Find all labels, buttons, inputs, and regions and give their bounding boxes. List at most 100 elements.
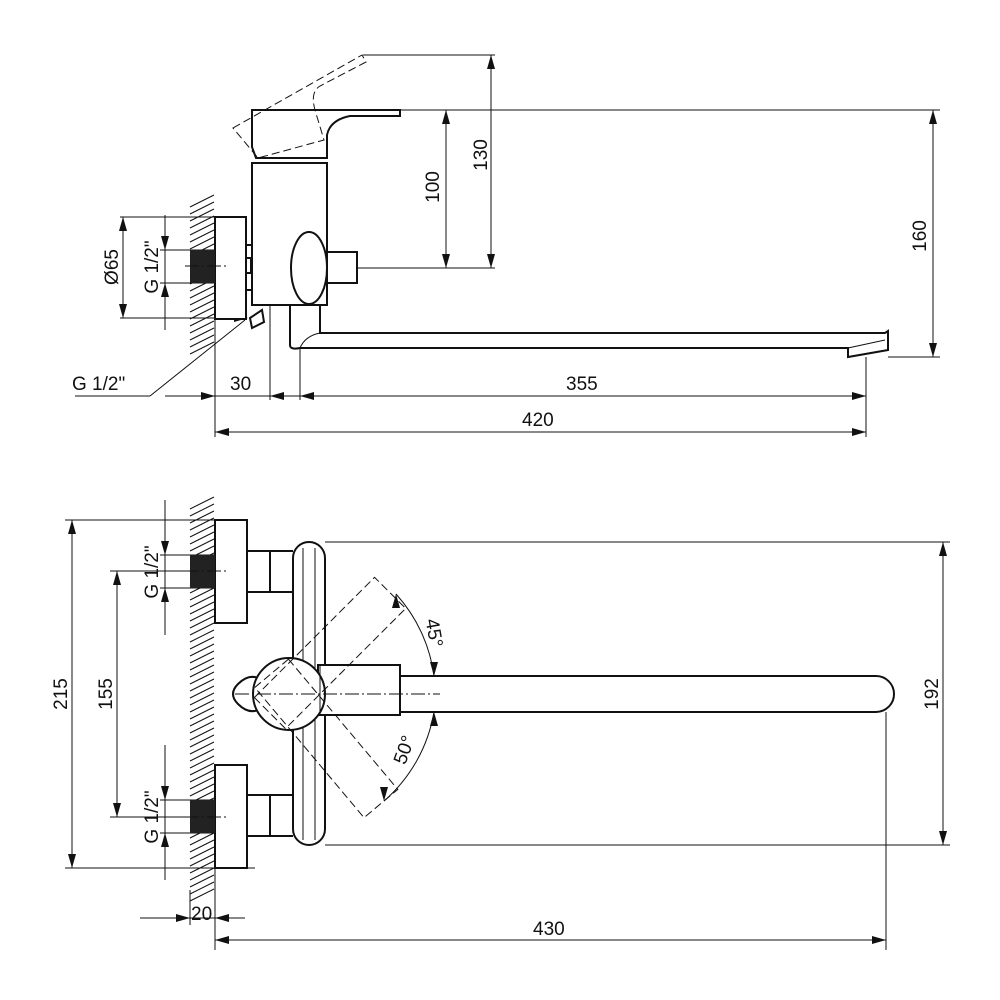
hatch-line [189, 727, 215, 741]
dimension-line [149, 319, 246, 397]
dim-diameter-label: Ø65 [102, 249, 123, 285]
hatch-line [189, 222, 215, 236]
hatch-line [189, 685, 215, 699]
arrowhead [161, 236, 169, 250]
knob-cap [326, 251, 358, 284]
hatch-line [189, 615, 215, 629]
arrowhead [487, 254, 495, 268]
angle-arc-up [395, 593, 435, 677]
hatch-line [189, 313, 215, 327]
arrowhead [119, 304, 127, 318]
arrowhead [161, 833, 169, 847]
hatch-line [189, 327, 215, 341]
dim-outlet-thread-label: G 1/2" [72, 374, 125, 395]
hatch-line [189, 636, 215, 650]
hatch-line [189, 664, 215, 678]
arrowhead [215, 428, 229, 436]
hatch-line [189, 867, 215, 881]
hatch-line [189, 860, 215, 874]
arrowhead [852, 392, 866, 400]
hatch-line [189, 783, 215, 797]
arrowhead [161, 541, 169, 555]
arrowhead [939, 542, 947, 556]
arrowhead [215, 936, 229, 944]
arrowhead [161, 786, 169, 800]
hatch-line [189, 657, 215, 671]
spout-top [399, 675, 895, 713]
hatch-line [189, 734, 215, 748]
dim-160-label: 160 [910, 220, 931, 252]
lower-connector [247, 794, 293, 837]
hatch-line [189, 215, 215, 229]
side-view [185, 54, 889, 359]
spout [289, 304, 889, 359]
hatch-line [189, 853, 215, 867]
hatch-line [189, 706, 215, 720]
dim-192-label: 192 [922, 678, 943, 710]
arrowhead [929, 343, 937, 357]
dim-420-label: 420 [522, 410, 554, 431]
hatch-line [189, 748, 215, 762]
hatch-line [189, 531, 215, 545]
arrowhead [442, 254, 450, 268]
arrowhead [929, 110, 937, 124]
hatch-line [189, 341, 215, 355]
hatch-line [189, 846, 215, 860]
arrowhead [161, 283, 169, 297]
hatch-line [189, 306, 215, 320]
hatch-line [189, 510, 215, 524]
hatch-line [189, 755, 215, 769]
arrowhead [300, 392, 314, 400]
hatch-line [189, 299, 215, 313]
hatch-line [189, 608, 215, 622]
hatch-line [189, 538, 215, 552]
hatch-line [189, 208, 215, 222]
hatch-line [189, 503, 215, 517]
top-view [185, 519, 895, 869]
arrowhead [487, 55, 495, 69]
arrowhead [119, 217, 127, 231]
outlet-connector [248, 308, 266, 330]
arrowhead [176, 914, 190, 922]
hatch-line [189, 741, 215, 755]
hatch-line [189, 629, 215, 643]
hatch-line [189, 832, 215, 846]
dim-100-label: 100 [423, 171, 444, 203]
wall-hatching [189, 194, 215, 902]
arrowhead [68, 854, 76, 868]
arrowhead [939, 831, 947, 845]
lever-top [317, 664, 401, 716]
hatch-line [189, 888, 215, 902]
hatch-line [189, 334, 215, 348]
hatch-line [189, 524, 215, 538]
arrowhead [392, 594, 400, 608]
hatch-line [189, 496, 215, 510]
hatch-line [189, 776, 215, 790]
arrowhead [201, 392, 215, 400]
dim-130-label: 130 [471, 139, 492, 171]
arrowhead [113, 571, 121, 585]
dim-430-label: 430 [533, 919, 565, 940]
hatch-line [189, 678, 215, 692]
hatch-line [189, 622, 215, 636]
upper-connector [247, 550, 293, 593]
hatch-line [189, 587, 215, 601]
hatch-line [189, 601, 215, 615]
dim-upper-thread-label: G 1/2" [142, 545, 163, 598]
lever-handle [251, 109, 401, 159]
dim-lower-thread-label: G 1/2" [142, 790, 163, 843]
dim-20-label: 20 [191, 904, 212, 925]
dim-155-label: 155 [96, 678, 117, 710]
hatch-line [189, 236, 215, 250]
hatch-line [189, 762, 215, 776]
hatch-line [189, 594, 215, 608]
hatch-line [189, 650, 215, 664]
diverter-knob [290, 231, 328, 305]
hatch-line [189, 643, 215, 657]
arrowhead [852, 428, 866, 436]
arrowhead [872, 936, 886, 944]
wall-flange [214, 216, 247, 320]
hatch-line [189, 285, 215, 299]
arrowhead [380, 787, 388, 801]
